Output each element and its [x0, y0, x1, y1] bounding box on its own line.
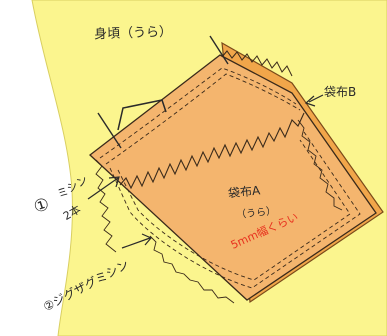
- pocket-handle: [117, 99, 167, 131]
- pointer-pocket-b-line: [308, 94, 324, 103]
- zigzag-right-edge: [297, 119, 343, 211]
- stitch-line-top-inner: [105, 73, 301, 165]
- stitch-line-outer: [109, 131, 361, 289]
- label-bodice: 身頃（うら）: [93, 24, 173, 43]
- pointer-pocket-b-head: [304, 95, 316, 107]
- zigzag-middle-seam: [119, 112, 305, 190]
- label-pocket-a: 袋布A: [227, 183, 261, 201]
- pocket-a: [88, 54, 377, 301]
- cut-mark-left: [97, 112, 122, 149]
- zigzag-left-edge: [95, 159, 117, 253]
- pointer-step2-head: [141, 233, 152, 246]
- stitch-line-inner: [117, 139, 351, 281]
- pointer-step1-line: [87, 177, 119, 200]
- pointer-step2-line: [121, 237, 151, 249]
- label-pocket-b: 袋布B: [324, 85, 357, 99]
- zigzag-bottom-edge: [149, 235, 235, 304]
- zigzag-top-edge: [221, 50, 293, 77]
- pointer-step1-head: [108, 176, 120, 188]
- cut-mark-top: [209, 35, 229, 65]
